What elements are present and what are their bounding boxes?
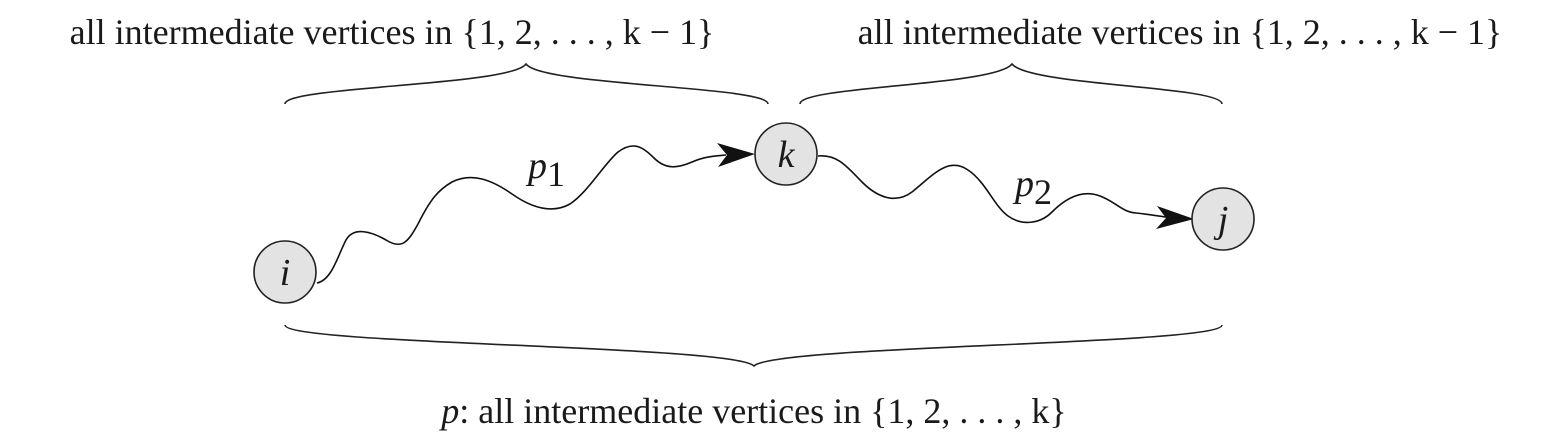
path-p2-curve: [817, 155, 1167, 224]
path-p1-label-sub: 1: [547, 154, 565, 194]
path-p2-label: p2: [1012, 163, 1052, 212]
top-left-caption: all intermediate vertices in {1, 2, . . …: [70, 12, 715, 52]
bottom-caption: p: all intermediate vertices in {1, 2, .…: [438, 391, 1066, 431]
path-p2-arrowhead: [1156, 206, 1194, 229]
node-k-label: k: [778, 134, 796, 176]
node-i: i: [253, 240, 317, 304]
node-i-label: i: [280, 252, 291, 294]
path-p1-label: p1: [525, 145, 565, 194]
top-right-brace: [799, 62, 1223, 105]
bottom-caption-p: p: [438, 391, 459, 431]
top-left-brace: [284, 62, 769, 105]
bottom-caption-rest: : all intermediate vertices in {1, 2, . …: [459, 391, 1066, 431]
node-i-circle: [253, 240, 317, 304]
path-p1-arrowhead: [717, 143, 755, 167]
bottom-brace: [284, 324, 1223, 368]
node-k-circle: [754, 122, 818, 186]
path-p2-label-base: p: [1012, 163, 1034, 205]
node-j-circle: [1191, 187, 1255, 251]
path-p1-label-base: p: [525, 145, 547, 187]
path-p2-label-sub: 2: [1034, 172, 1052, 212]
node-j: j: [1191, 187, 1255, 251]
node-k: k: [754, 122, 818, 186]
top-right-caption: all intermediate vertices in {1, 2, . . …: [858, 12, 1503, 52]
path-p1-curve: [316, 145, 727, 284]
